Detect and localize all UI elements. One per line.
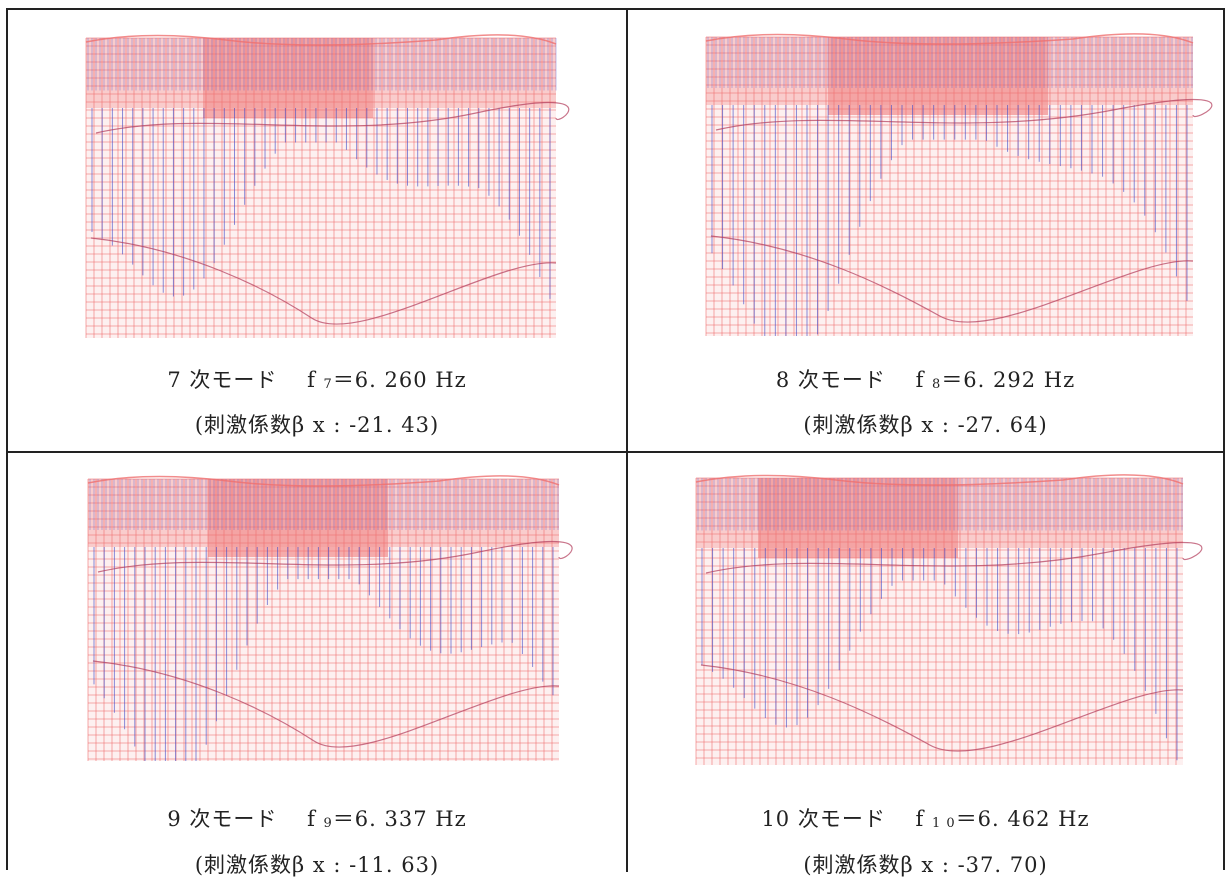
mode-frequency-caption: 8 次モード f 8＝6. 292 Hz — [775, 368, 1076, 392]
table-column-divider — [626, 10, 628, 872]
participation-factor-caption: (刺激係数β x : -37. 70) — [803, 853, 1048, 877]
mode-shape-table: 7 次モード f 7＝6. 260 Hz (刺激係数β x : -21. 43)… — [6, 8, 1225, 877]
mode-shape-plot-8 — [705, 33, 1213, 336]
mode-frequency-caption: 10 次モード f 1 0＝6. 462 Hz — [761, 807, 1090, 831]
mode-shape-plot-10 — [695, 474, 1203, 765]
mode-shape-plot-9 — [87, 475, 573, 761]
participation-factor-caption: (刺激係数β x : -21. 43) — [194, 413, 440, 437]
participation-factor-caption: (刺激係数β x : -27. 64) — [803, 413, 1048, 437]
mode-panel-9: 9 次モード f 9＝6. 337 Hz (刺激係数β x : -11. 63) — [8, 453, 626, 877]
mode-panel-8: 8 次モード f 8＝6. 292 Hz (刺激係数β x : -27. 64) — [628, 10, 1223, 451]
mode-shape-plot-7 — [85, 34, 570, 338]
table-row-divider — [8, 451, 1223, 453]
mode-panel-10: 10 次モード f 1 0＝6. 462 Hz (刺激係数β x : -37. … — [628, 453, 1223, 877]
mode-frequency-caption: 9 次モード f 9＝6. 337 Hz — [167, 807, 467, 831]
participation-factor-caption: (刺激係数β x : -11. 63) — [194, 853, 440, 877]
mode-panel-7: 7 次モード f 7＝6. 260 Hz (刺激係数β x : -21. 43) — [8, 10, 626, 451]
mode-frequency-caption: 7 次モード f 7＝6. 260 Hz — [167, 368, 467, 392]
